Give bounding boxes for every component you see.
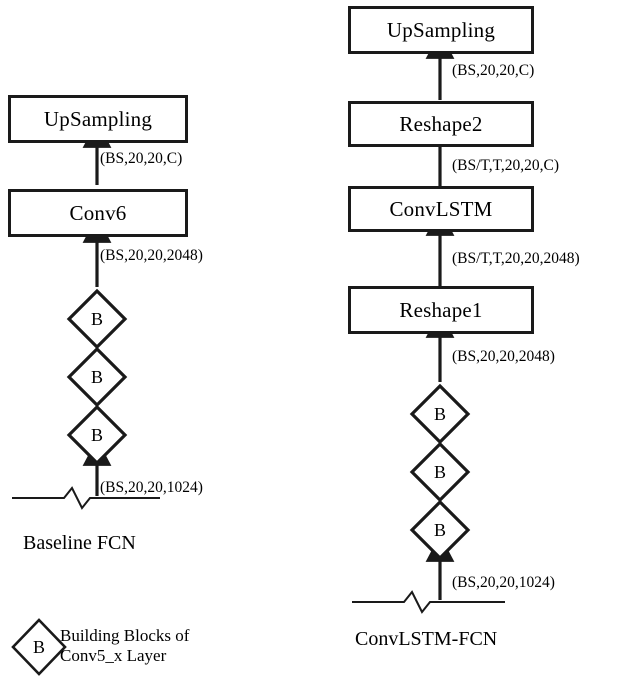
node-left-block-3[interactable]: B (66, 404, 128, 466)
legend-diamond: B (8, 616, 70, 678)
edge-label-left-2: (BS,20,20,2048) (100, 247, 203, 264)
node-label: Reshape2 (399, 111, 483, 136)
node-right-block-2[interactable]: B (409, 441, 471, 503)
edge-label-right-3: (BS/T,T,20,20,2048) (452, 250, 580, 267)
node-label: Reshape1 (399, 297, 483, 322)
caption-convlstm-fcn: ConvLSTM-FCN (355, 628, 498, 650)
edge-label-left-3: (BS,20,20,1024) (100, 479, 203, 496)
edge-label-right-4: (BS,20,20,2048) (452, 348, 555, 365)
node-label: Conv6 (69, 200, 127, 225)
caption-baseline-fcn: Baseline FCN (23, 532, 136, 554)
edge-label-right-1: (BS,20,20,C) (452, 62, 535, 79)
node-label: B (90, 308, 103, 329)
edge-label-right-5: (BS,20,20,1024) (452, 574, 555, 591)
node-label: B (433, 403, 446, 424)
legend-description: Building Blocks of Conv5_x Layer (60, 626, 189, 666)
legend-line-2: Conv5_x Layer (60, 646, 167, 665)
node-label: UpSampling (43, 106, 153, 131)
node-left-conv6[interactable]: Conv6 (8, 189, 188, 237)
node-left-block-1[interactable]: B (66, 288, 128, 350)
node-right-convlstm[interactable]: ConvLSTM (348, 186, 534, 232)
node-label: ConvLSTM (389, 196, 493, 221)
edge-label-left-1: (BS,20,20,C) (100, 150, 183, 167)
node-left-upsampling[interactable]: UpSampling (8, 95, 188, 143)
node-left-block-2[interactable]: B (66, 346, 128, 408)
node-label: B (433, 519, 446, 540)
node-right-reshape1[interactable]: Reshape1 (348, 286, 534, 334)
node-label: B (433, 461, 446, 482)
diamond-shape-icon (11, 618, 67, 676)
diamond-shape-icon (409, 499, 471, 561)
legend-symbol: B (32, 636, 45, 657)
node-right-block-3[interactable]: B (409, 499, 471, 561)
node-label: B (90, 366, 103, 387)
node-right-block-1[interactable]: B (409, 383, 471, 445)
node-label: B (90, 424, 103, 445)
node-right-reshape2[interactable]: Reshape2 (348, 101, 534, 147)
node-label: UpSampling (386, 17, 496, 42)
node-right-upsampling[interactable]: UpSampling (348, 6, 534, 54)
diamond-shape-icon (66, 404, 128, 466)
edge-label-right-2: (BS/T,T,20,20,C) (452, 157, 560, 174)
legend-line-1: Building Blocks of (60, 626, 190, 645)
